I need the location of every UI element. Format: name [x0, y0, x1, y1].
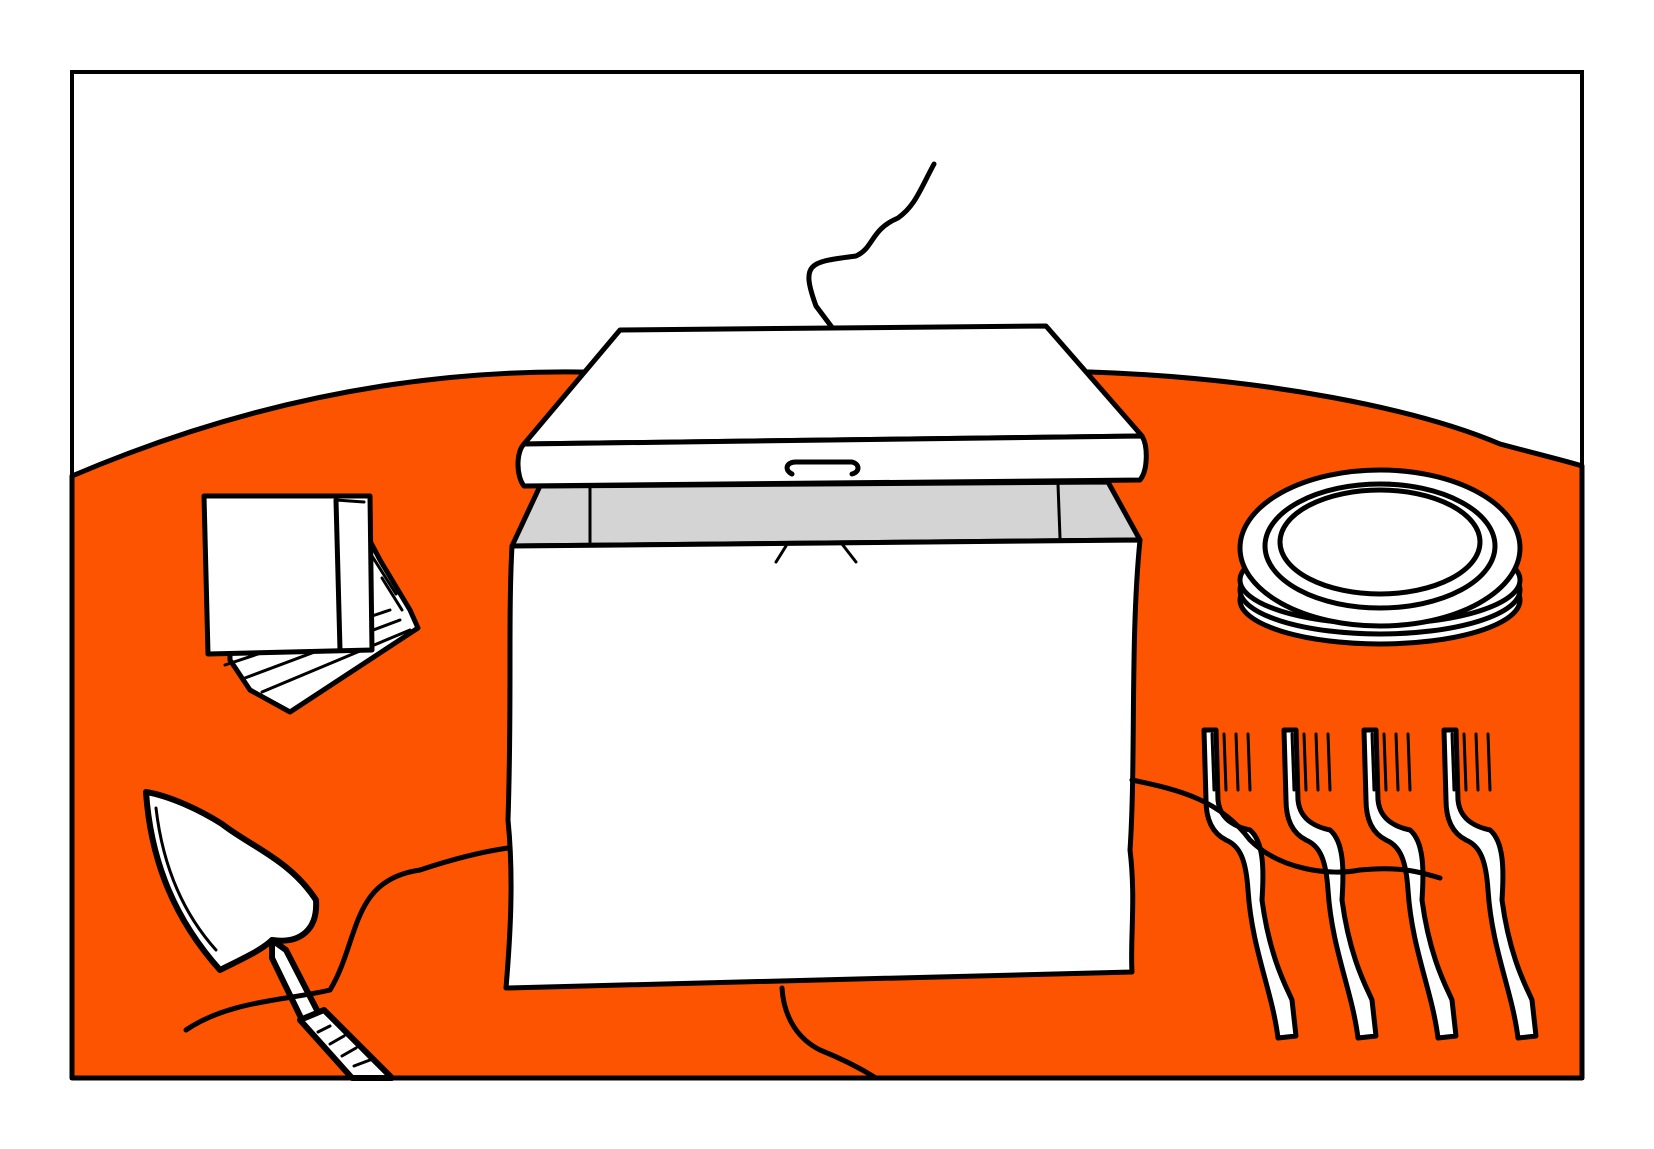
thread-left	[183, 845, 511, 1033]
thread-bottom	[779, 985, 879, 1081]
steam-line	[806, 161, 937, 333]
cake-server	[143, 789, 395, 1081]
fork	[1281, 727, 1379, 1041]
plate-stack	[1237, 467, 1523, 647]
forks	[1201, 727, 1539, 1041]
panel-border	[70, 70, 1584, 1080]
cake-server-blade	[143, 789, 320, 973]
box-lid-tab	[784, 459, 861, 477]
napkin-stack	[201, 493, 421, 715]
fork	[1441, 727, 1539, 1041]
box-interior	[509, 479, 1143, 549]
cake-box	[503, 161, 1149, 991]
fork	[1361, 727, 1459, 1041]
thread-right	[1129, 777, 1443, 881]
fork	[1201, 727, 1299, 1041]
box-lid	[521, 323, 1145, 447]
box-front	[503, 537, 1143, 991]
